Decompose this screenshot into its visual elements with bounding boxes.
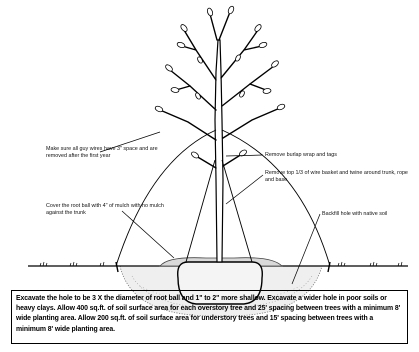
planting-instructions-caption: Excavate the hole to be 3 X the diameter…: [11, 290, 408, 344]
tree-trunk: [215, 40, 223, 262]
burlap-label: Remove burlap wrap and tags: [265, 152, 410, 159]
guy-wire-label: Make sure all guy wires have 3" space an…: [46, 146, 174, 159]
backfill-label: Backfill hole with native soil: [322, 211, 417, 218]
twine-label: Remove top 1/3 of wire basket and twine …: [265, 170, 410, 183]
mulch-label: Cover the root ball with 4" of mulch wit…: [46, 203, 174, 216]
